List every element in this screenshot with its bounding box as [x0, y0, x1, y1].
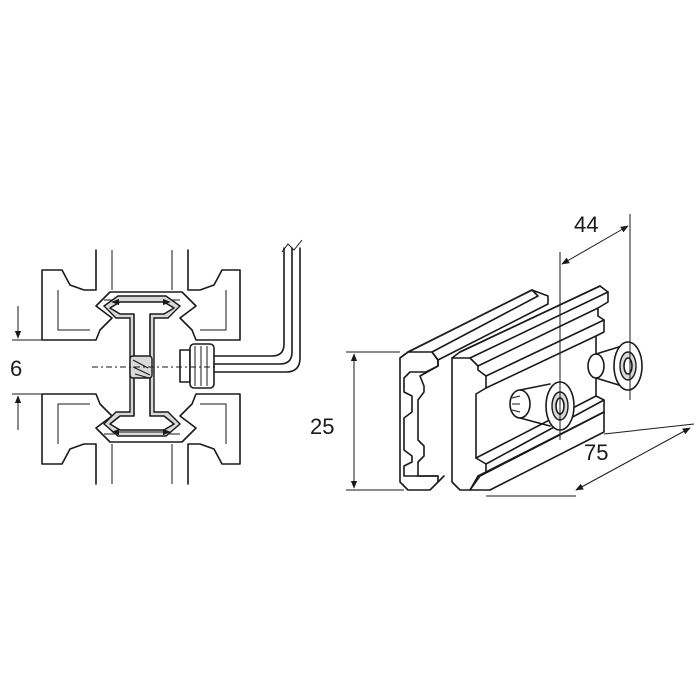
- cross-section-view: 6: [10, 239, 303, 485]
- dimension-length-label: 75: [584, 440, 608, 465]
- dimension-gap-label: 6: [10, 356, 22, 381]
- isometric-view: 25 44 75: [310, 212, 695, 497]
- hex-key-socket: [179, 343, 215, 389]
- dimension-height: 25: [310, 351, 404, 491]
- dimension-gap: 6: [10, 306, 42, 430]
- dimension-spacing: 44: [559, 212, 631, 440]
- allen-key: [213, 239, 303, 373]
- rear-roller: [587, 341, 643, 391]
- dimension-spacing-label: 44: [574, 212, 598, 237]
- left-plate: [399, 289, 549, 491]
- dimension-length: 75: [486, 423, 695, 497]
- dimension-height-label: 25: [310, 414, 334, 439]
